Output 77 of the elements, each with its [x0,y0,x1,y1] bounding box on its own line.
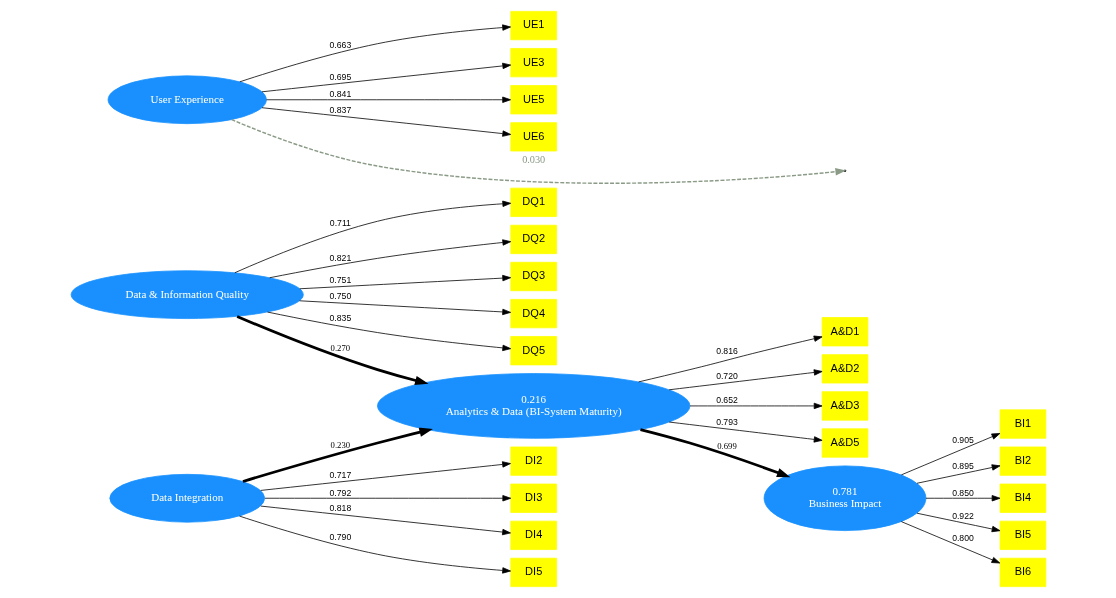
arrow [668,421,822,443]
edge-label: 0.751 [329,275,351,286]
node-box: DQ3 [509,261,557,292]
edge-label: 0.663 [329,39,351,50]
edge-label: 0.793 [715,416,738,427]
arrow [916,464,1000,484]
node-box: DI3 [509,483,557,513]
edge-label: 0.821 [329,252,351,263]
edge-label: 0.699 [716,441,737,452]
node-box: DQ2 [509,224,557,255]
arrow [265,96,511,103]
node-box: UE1 [509,11,557,41]
edge-label: 0.230 [330,440,350,451]
arrow [266,311,511,352]
arrow [900,433,1000,476]
edge-label: 0.711 [329,217,351,228]
arrow [242,427,433,483]
edge-label: 0.905 [951,434,974,445]
node-box: A&D3 [821,391,868,421]
edge-label: 0.270 [330,342,350,353]
edge-label: 0.720 [715,370,738,381]
arrow [261,62,511,93]
edge-label: 0.717 [329,469,351,480]
node-box: DQ1 [509,187,557,217]
arrow [230,118,846,184]
node-box: A&D5 [821,428,868,458]
edge-label: 0.800 [951,533,974,544]
arrow [238,24,511,83]
node-box: DQ4 [509,299,557,329]
node-box: A&D1 [821,317,868,347]
edge-label: 0.835 [329,313,351,324]
edge-label: 0.652 [715,395,738,406]
arrow [233,200,511,274]
arrow [689,402,822,410]
arrow [259,505,511,536]
arrow [236,315,428,386]
arrow [264,495,511,502]
edge-label: 0.841 [329,89,351,100]
node-box: BI2 [999,446,1046,476]
node-box: DQ5 [509,336,557,366]
arrow [916,512,1000,533]
edge-label: 0.792 [329,487,351,498]
arrow [637,335,822,383]
arrow [298,274,511,290]
node-box: BI5 [999,520,1046,550]
arrow [238,515,511,574]
edge-label: 0.030 [521,154,545,166]
edge-label: 0.790 [329,531,351,542]
arrow [259,461,511,491]
edge-label: 0.750 [329,291,351,302]
edge-label: 0.895 [951,460,974,471]
edge-label: 0.816 [715,346,738,357]
node-ellipse: Data Integration [108,473,265,523]
arrow [925,495,1000,502]
edge-label: 0.922 [951,510,974,521]
edge-label: 0.695 [329,71,351,82]
node-box: BI4 [999,483,1046,513]
arrow [268,239,511,279]
edge-label: 0.837 [329,105,351,116]
arrow [668,369,822,391]
node-ellipse: User Experience [107,75,267,125]
node-box: BI6 [999,557,1046,587]
edge-label: 0.818 [329,502,351,513]
node-box: DI5 [509,557,557,587]
node-box: DI2 [509,446,557,476]
arrow [261,107,511,137]
node-box: DI4 [509,520,557,550]
node-box: UE6 [509,122,557,152]
arrow [298,300,511,316]
node-box: BI1 [999,409,1046,439]
arrow [639,428,790,478]
node-ellipse: Data & Information Quality [70,270,304,319]
node-box: A&D2 [821,354,868,384]
node-box: UE5 [509,85,557,115]
node-box: UE3 [509,48,557,78]
edge-label: 0.850 [951,487,974,498]
arrow [900,521,1000,564]
